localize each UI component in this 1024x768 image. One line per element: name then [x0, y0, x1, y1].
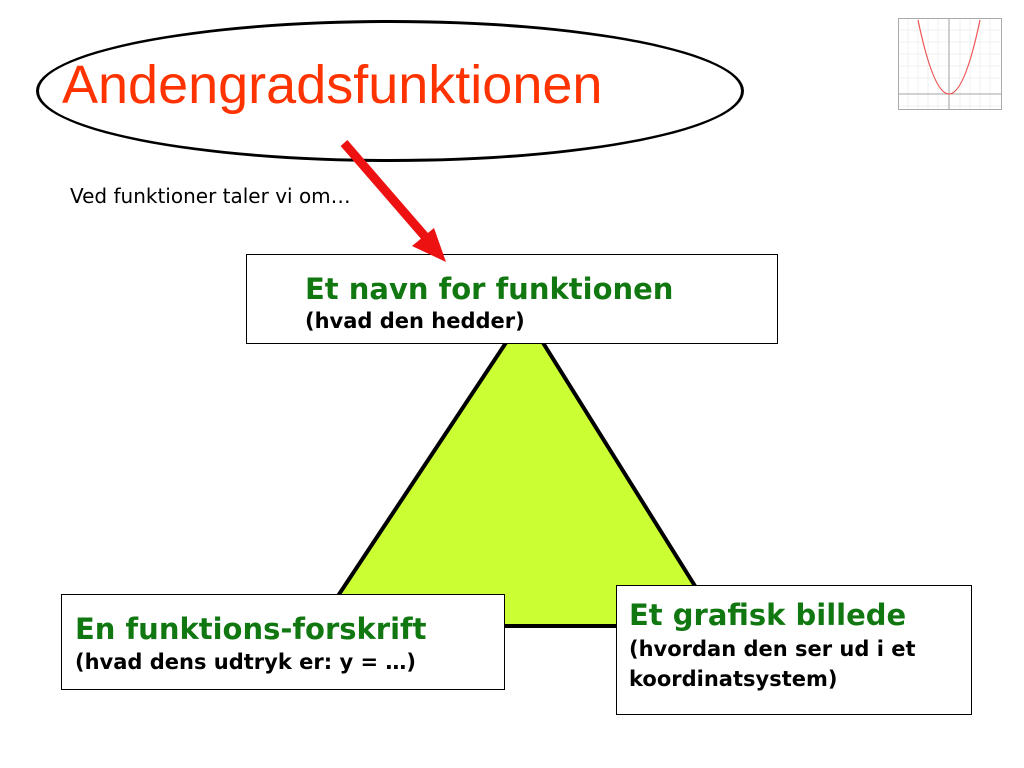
- node-graph-heading: Et grafisk billede: [629, 598, 907, 632]
- node-graph-sub: (hvordan den ser ud i et koordinatsystem…: [629, 637, 916, 691]
- node-name-heading: Et navn for funktionen: [305, 272, 674, 306]
- node-formula-heading: En funktions-forskrift: [75, 612, 427, 646]
- intro-text: Ved funktioner taler vi om…: [70, 184, 351, 208]
- page-title: Andengradsfunktionen: [62, 55, 603, 115]
- node-name-sub: (hvad den hedder): [305, 309, 525, 333]
- node-graph-box: Et grafisk billede (hvordan den ser ud i…: [616, 585, 972, 715]
- triangle-shape: [314, 310, 724, 628]
- node-formula-sub: (hvad dens udtryk er: y = …): [75, 650, 416, 674]
- node-name-box: Et navn for funktionen (hvad den hedder): [246, 254, 778, 344]
- parabola-graph-icon: [898, 18, 1002, 110]
- node-formula-box: En funktions-forskrift (hvad dens udtryk…: [61, 594, 505, 690]
